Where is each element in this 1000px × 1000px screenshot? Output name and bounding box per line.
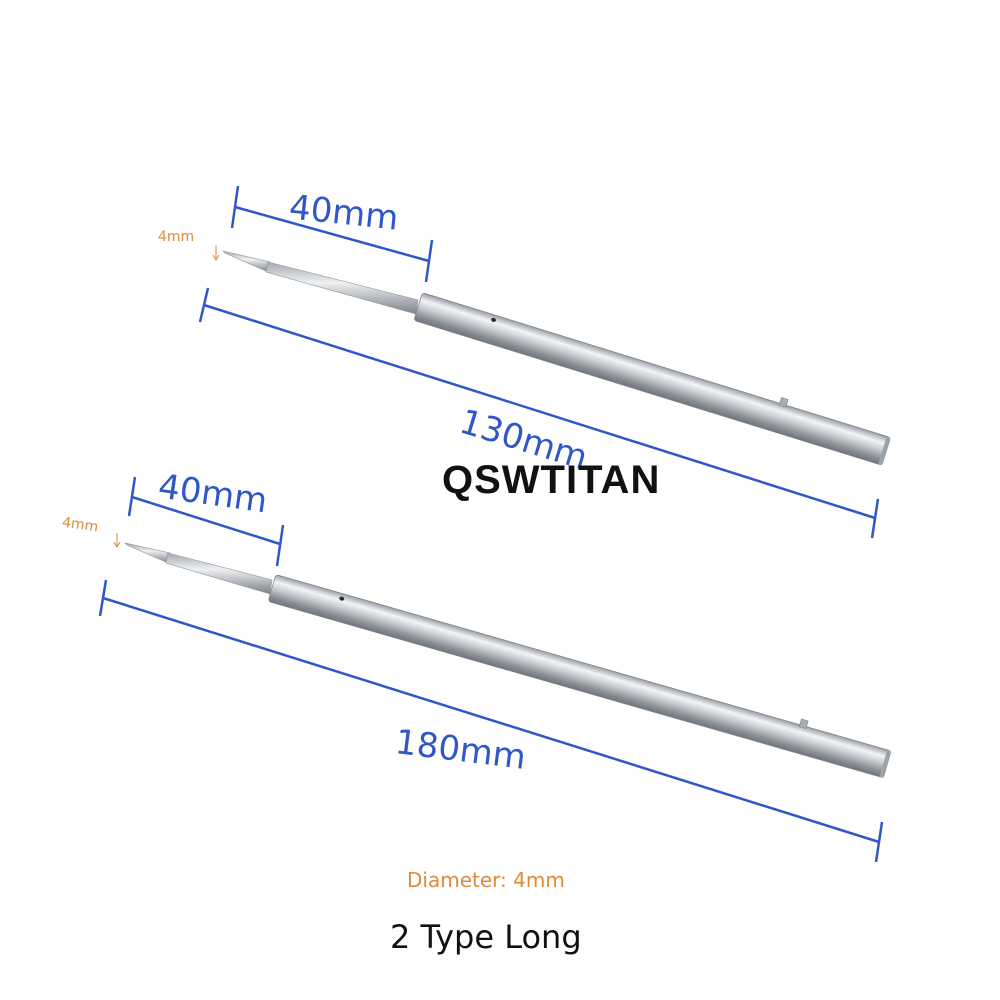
probe-1-tip-diameter-label: 4mm [158,229,195,245]
probe-180mm-diameter-arrow [113,533,121,548]
probe-180mm [124,542,892,778]
probe-130mm [222,250,891,466]
caption: 2 Type Long [390,918,582,956]
diameter-note: Diameter: 4mm [407,868,565,892]
brand-watermark: QSWTITAN [442,458,661,502]
probe-130mm-dimensions [198,185,880,539]
probe-130mm-diameter-arrow [212,245,220,261]
probe-180mm-dimensions [98,476,884,863]
